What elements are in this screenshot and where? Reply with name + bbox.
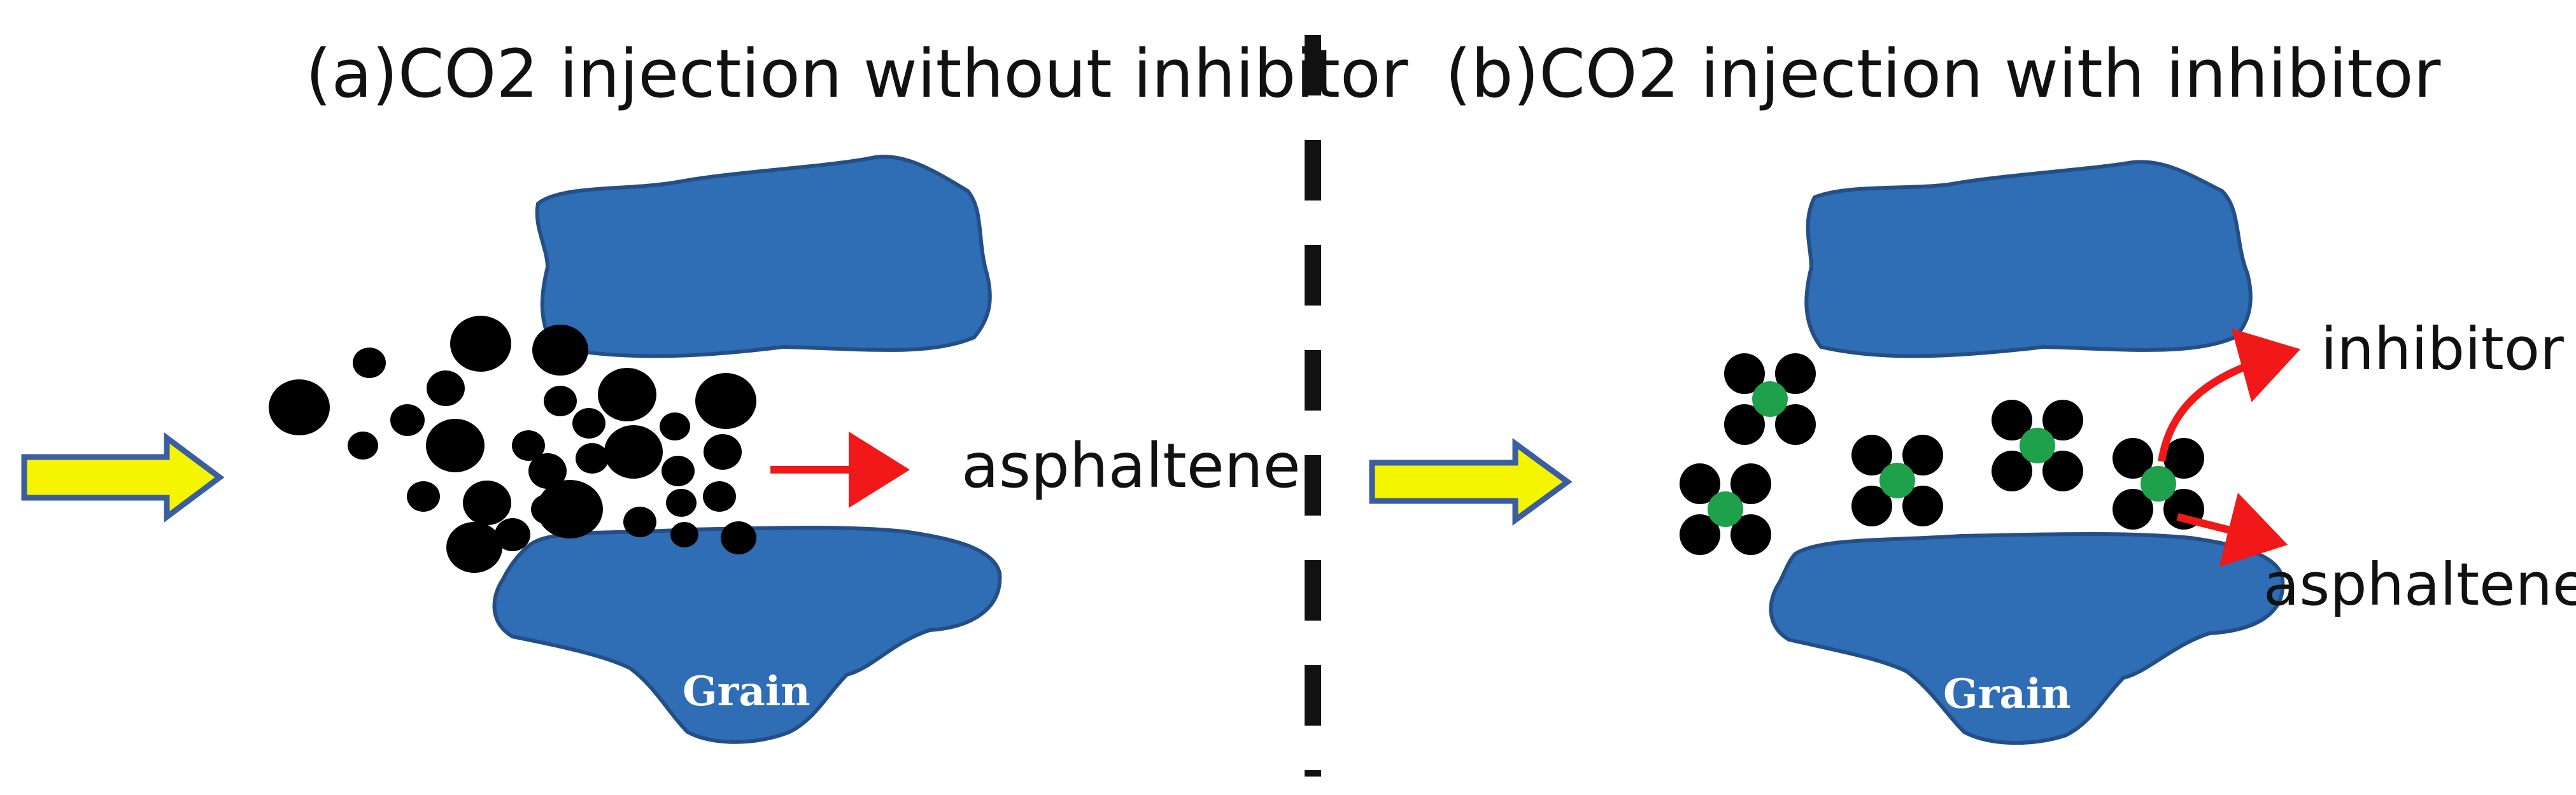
top-grain	[1804, 160, 2253, 358]
asphaltene-particle	[532, 325, 588, 376]
flow-arrow	[1369, 438, 1573, 526]
inhibitor-complex	[1724, 353, 1816, 445]
asphaltene-particle	[1775, 353, 1816, 394]
asphaltene-particle	[426, 419, 485, 472]
asphaltene-particle	[463, 481, 511, 525]
bottom-grain	[492, 525, 1002, 744]
asphaltene-particle	[721, 521, 756, 554]
asphaltene-particle	[1680, 514, 1720, 555]
asphaltene-particle	[427, 370, 465, 406]
asphaltene-particle	[1851, 486, 1892, 526]
flow-arrow	[21, 432, 225, 523]
asphaltene-particle	[1775, 404, 1816, 445]
asphaltene-particle	[407, 481, 440, 512]
asphaltene-particle	[2112, 489, 2153, 530]
asphaltene-particle	[1902, 435, 1943, 475]
asphaltene-particle	[528, 453, 567, 489]
asphaltene-cluster	[269, 316, 756, 573]
asphaltene-arrow	[2176, 493, 2288, 567]
asphaltene-particle	[1730, 514, 1771, 555]
inhibitor-complex	[1851, 435, 1943, 526]
asphaltene-particle	[1902, 486, 1943, 526]
inhibitor-complex	[1992, 400, 2083, 491]
inhibitor-particle	[2141, 466, 2176, 502]
inhibitor-complex	[1680, 463, 1771, 555]
asphaltene-particle	[269, 379, 330, 435]
inhibitor-complex	[2112, 438, 2204, 530]
inhibitor-particle	[1879, 463, 1915, 498]
inhibitor-arrow	[2158, 328, 2301, 462]
asphaltene-particle	[2042, 400, 2083, 440]
asphaltene-particle	[2042, 451, 2083, 491]
asphaltene-particle	[537, 480, 603, 538]
grain-label: Grain	[1943, 670, 2071, 718]
asphaltene-particle	[1730, 463, 1771, 504]
asphaltene-particle	[576, 443, 609, 474]
asphaltene-particle	[703, 481, 736, 512]
asphaltene-particle	[1724, 404, 1765, 445]
inhibitor-particle	[2020, 428, 2055, 463]
asphaltene-label: asphaltene	[961, 430, 1301, 502]
asphaltene-particle	[704, 434, 742, 470]
asphaltene-particle	[660, 412, 690, 440]
asphaltene-particle	[1724, 353, 1765, 394]
bottom-grain	[1769, 531, 2285, 745]
panel-b-title: (b)CO2 injection with inhibitor	[1445, 35, 2441, 113]
asphaltene-particle	[2163, 438, 2204, 479]
asphaltene-particle	[695, 373, 756, 429]
asphaltene-particle	[1680, 463, 1720, 504]
asphaltene-particle	[450, 316, 511, 372]
asphaltene-particle	[2112, 438, 2153, 479]
inhibitor-particle	[1752, 381, 1788, 417]
asphaltene-particle	[1992, 451, 2032, 491]
inhibitor-label: inhibitor	[2321, 315, 2564, 383]
asphaltene-particle	[348, 432, 378, 460]
panel-b: Grain	[1369, 160, 2576, 745]
asphaltene-particle	[512, 430, 545, 461]
asphaltene-particle	[623, 507, 656, 537]
asphaltene-particle	[662, 456, 695, 486]
asphaltene-particle	[572, 408, 605, 439]
asphaltene-particle	[666, 489, 697, 517]
panel-a: Grain	[21, 155, 1301, 744]
asphaltene-particle	[353, 348, 386, 378]
asphaltene-particle	[495, 518, 530, 551]
asphaltene-particle	[598, 368, 656, 421]
asphaltene-particle	[544, 386, 577, 416]
asphaltene-particle	[390, 404, 425, 436]
panel-a-title: (a)CO2 injection without inhibitor	[306, 35, 1408, 113]
inhibitor-particle	[1708, 491, 1743, 527]
grain-label: Grain	[683, 668, 810, 715]
asphaltene-particle	[446, 522, 502, 573]
asphaltene-particle	[670, 522, 698, 547]
asphaltene-label: asphaltene	[2263, 551, 2576, 619]
asphaltene-particle	[604, 425, 663, 479]
asphaltene-particle	[1851, 435, 1892, 475]
top-grain	[535, 155, 992, 358]
asphaltene-particle	[1992, 400, 2032, 440]
